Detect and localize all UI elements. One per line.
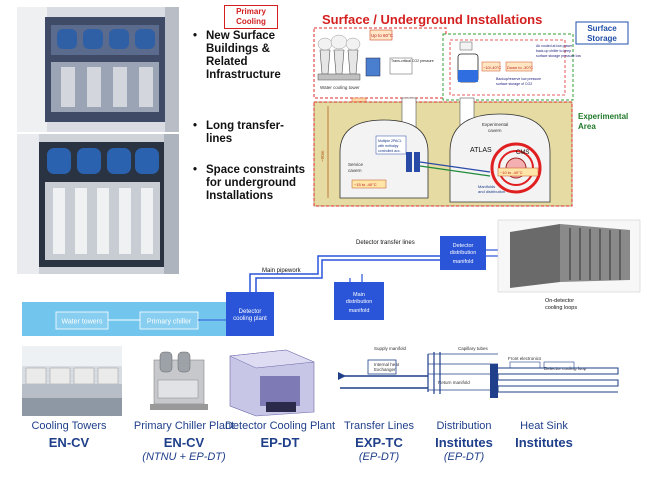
column-main: EP-DT [260, 435, 300, 450]
temp-mid-label: ~10/-40°C [483, 65, 501, 70]
trans-critical-label: Trans-critical CO2 pressure [391, 59, 434, 63]
detector-transfer-lines-label: Detector transfer lines [356, 240, 415, 246]
detector-distribution-line1: Detector [453, 243, 474, 249]
column-main: Institutes [435, 435, 493, 450]
surface-storage-label-line1: Surface [587, 24, 617, 33]
column-sub: Transfer Lines [344, 420, 414, 432]
surface-storage-label-line2: Storage [587, 34, 617, 43]
cooling-chain-diagram: Water towers Primary chiller Detector co… [22, 219, 641, 336]
transfer-lines-schematic: Supply manifold Capillary tubes Front el… [338, 338, 638, 416]
photo-chiller-plant-bottom [17, 134, 179, 274]
internal-heat-label: Internal heat [374, 362, 400, 367]
column-ital: (NTNU + EP-DT) [142, 451, 226, 463]
svg-text:surface storage of CO2: surface storage of CO2 [496, 82, 532, 86]
cooling-towers-photo [22, 346, 122, 416]
column-main: EN-CV [163, 435, 205, 450]
svg-text:with enthalpy: with enthalpy [378, 144, 399, 148]
photo-chiller-plant-top [17, 7, 179, 132]
detector-cooling-plant-line2: cooling plant [233, 316, 267, 322]
svg-text:cavern: cavern [348, 168, 362, 173]
bullet-item: New Surface Buildings & Related Infrastr… [188, 30, 308, 82]
bullet-item: Space constraints for underground Instal… [188, 164, 308, 203]
return-manifold-label: Return manifold [438, 380, 470, 385]
experimental-area-label-line1: Experimental [578, 112, 628, 121]
column-heat-sink: Heat Sink Institutes [504, 420, 584, 450]
svg-text:back-up chiller to keep: back-up chiller to keep [536, 49, 571, 53]
main-pipework-label: Main pipework [262, 268, 302, 274]
note-top: Air cooled at low power [536, 44, 573, 48]
column-primary-chiller: Primary Chiller Plant EN-CV (NTNU + EP-D… [124, 420, 244, 463]
column-main: EXP-TC [355, 435, 403, 450]
detector-distribution-line2: distribution [450, 250, 477, 256]
column-distribution: Distribution Institutes (EP-DT) [424, 420, 504, 463]
note-mid: Backup/reserve low pressure [496, 77, 541, 81]
column-ital: (EP-DT) [443, 451, 485, 463]
cms-label: CMS [516, 150, 529, 156]
svg-text:Exchanger: Exchanger [374, 367, 396, 372]
experimental-area-label-line2: Area [578, 122, 596, 131]
temp-cavern2-label: ~10 to -40°C [500, 170, 523, 175]
main-distribution-line3: manifold [349, 308, 370, 314]
capillary-tubes-label: Capillary tubes [458, 346, 489, 351]
multiple-2pacl-label: Multiple 2PACL [378, 139, 402, 143]
water-cooling-tower-label: Water cooling tower [320, 85, 360, 90]
front-electronics-label: Front electronics [508, 356, 542, 361]
up-to-label: Up to 60°C [371, 33, 394, 38]
column-cooling-towers: Cooling Towers EN-CV [14, 420, 124, 450]
cooling-towers-icon [317, 34, 361, 81]
column-ital: (EP-DT) [358, 451, 400, 463]
svg-text:controlled acc.: controlled acc. [378, 149, 401, 153]
main-distribution-line1: Main [353, 292, 365, 298]
column-sub: Distribution [436, 420, 492, 432]
manifolds-label: Manifolds [478, 184, 495, 189]
column-sub: Primary Chiller Plant [133, 420, 235, 432]
column-sub: Heat Sink [520, 420, 568, 432]
column-transfer-lines: Transfer Lines EXP-TC (EP-DT) [334, 420, 424, 463]
on-detector-loops-icon [497, 219, 641, 293]
shaft-depth-label: ~90m [320, 150, 325, 162]
exp-cavern-label: Experimental [482, 122, 508, 127]
on-detector-line2: cooling loops [545, 305, 577, 311]
water-towers-label: Water towers [62, 319, 103, 326]
bullet-item: Long transfer-lines [188, 120, 308, 146]
on-detector-line1: On-detector [545, 298, 574, 304]
column-sub: Detector Cooling Plant [224, 420, 336, 432]
diagram-title: Surface / Underground Installations [322, 12, 542, 27]
primary-chiller-label: Primary chiller [147, 319, 192, 326]
detector-cooling-plant-render [226, 346, 318, 418]
bullet-list: New Surface Buildings & Related Infrastr… [188, 30, 308, 203]
column-sub: Cooling Towers [31, 420, 107, 432]
temp-cavern-label: ~15 to -40°C [354, 182, 377, 187]
svg-text:cavern: cavern [488, 128, 502, 133]
down-to-label: Down to -30°C [507, 65, 533, 70]
detector-cooling-plant-line1: Detector [239, 309, 262, 315]
svg-text:surface storage pressure low: surface storage pressure low [536, 54, 581, 58]
svg-text:and distribution: and distribution [478, 189, 505, 194]
detector-distribution-line3: manifold [453, 259, 474, 265]
atlas-label: ATLAS [470, 147, 492, 154]
column-detector-cooling-plant: Detector Cooling Plant EP-DT [224, 420, 336, 450]
supply-manifold-label: Supply manifold [374, 346, 407, 351]
column-main: Institutes [515, 435, 573, 450]
service-cavern-label: Service [348, 162, 364, 167]
primary-chiller-photo [140, 346, 220, 416]
surface-underground-diagram: Surface / Underground Installations Surf… [313, 12, 629, 207]
column-main: EN-CV [48, 435, 90, 450]
main-distribution-line2: distribution [346, 299, 373, 305]
